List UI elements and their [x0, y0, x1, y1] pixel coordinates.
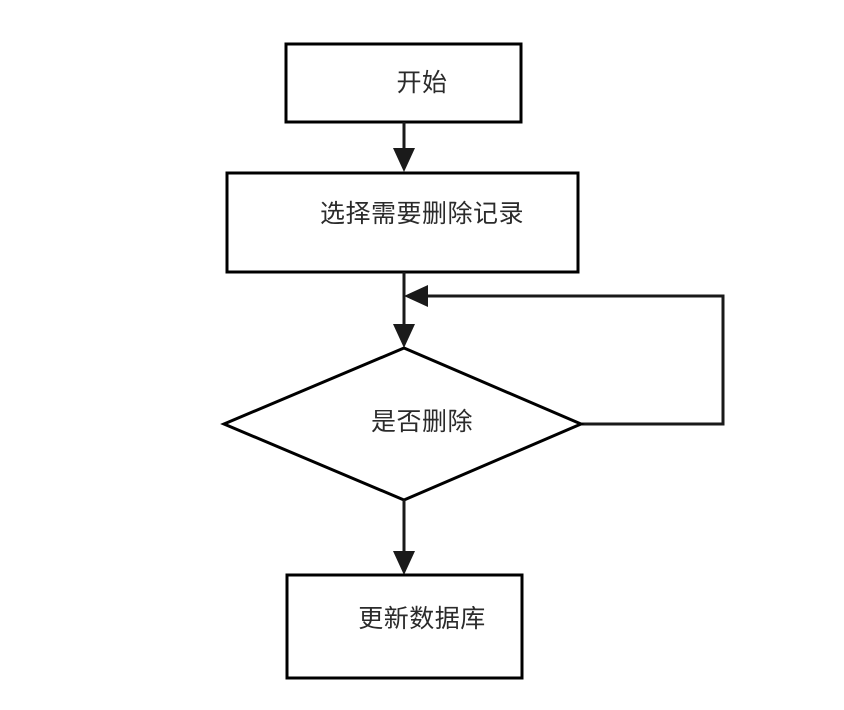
edge-select-to-decision-arrowhead	[393, 324, 415, 348]
node-select-records-shape[interactable]	[225, 171, 580, 274]
edge-decision-to-update-arrowhead	[393, 551, 415, 575]
edge-decision-to-update	[393, 500, 415, 575]
edge-decision-loop-back-path	[418, 294, 725, 426]
node-update-database-shape[interactable]	[285, 573, 524, 680]
node-start-label: 开始	[396, 70, 448, 97]
edge-decision-loop-back	[404, 285, 725, 426]
edge-decision-loop-back-arrowhead	[404, 285, 428, 307]
node-update-database-label: 更新数据库	[358, 606, 486, 633]
edge-start-to-select	[393, 122, 415, 172]
edge-select-to-decision	[393, 272, 415, 348]
edge-start-to-select-arrowhead	[393, 148, 415, 172]
node-confirm-delete-label: 是否删除	[370, 409, 473, 436]
node-start-shape[interactable]	[284, 42, 523, 124]
node-select-records-label: 选择需要删除记录	[319, 201, 524, 228]
